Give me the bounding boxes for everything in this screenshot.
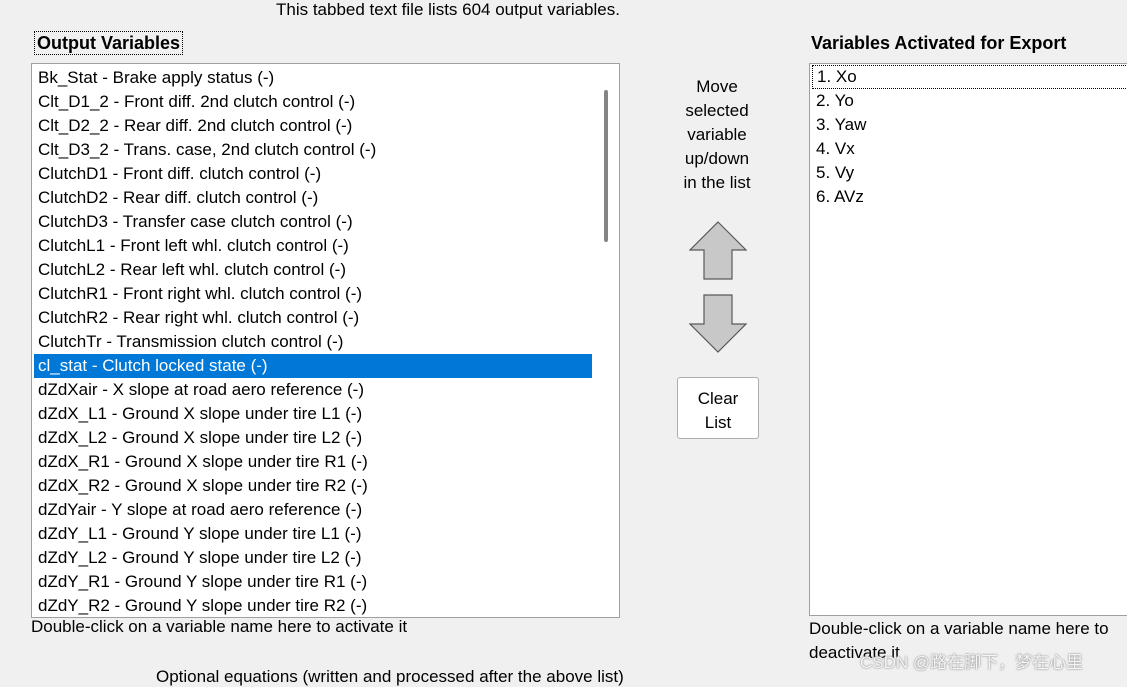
move-instruction-text: Move selected variable up/down in the list xyxy=(662,75,772,195)
output-variable-item[interactable]: Clt_D1_2 - Front diff. 2nd clutch contro… xyxy=(38,92,356,111)
file-info-note: This tabbed text file lists 604 output v… xyxy=(276,0,620,19)
output-variable-item[interactable]: dZdY_R1 - Ground Y slope under tire R1 (… xyxy=(38,572,368,591)
activated-variables-title: Variables Activated for Export xyxy=(811,33,1067,53)
clear-button-label: List xyxy=(704,412,732,432)
activated-variable-item[interactable]: 3. Yaw xyxy=(816,115,867,134)
output-variable-item[interactable]: dZdYair - Y slope at road aero reference… xyxy=(38,500,363,519)
output-variable-item[interactable]: ClutchR2 - Rear right whl. clutch contro… xyxy=(38,308,360,327)
output-variables-list[interactable]: Bk_Stat - Brake apply status (-) Clt_D1_2… xyxy=(31,63,620,618)
move-instruction-line: in the list xyxy=(683,173,751,192)
output-variable-item[interactable]: Bk_Stat - Brake apply status (-) xyxy=(38,68,275,87)
output-variable-item[interactable]: dZdX_L2 - Ground X slope under tire L2 (… xyxy=(38,428,363,447)
optional-equations-label: Optional equations (written and processe… xyxy=(156,667,624,686)
activated-variables-list[interactable]: 1. Xo 2. Yo 3. Yaw 4. Vx 5. Vy 6. AVz xyxy=(809,63,1127,616)
output-variable-item[interactable]: dZdY_L2 - Ground Y slope under tire L2 (… xyxy=(38,548,362,567)
move-instruction-line: Move xyxy=(696,77,738,96)
output-variable-item[interactable]: ClutchL2 - Rear left whl. clutch control… xyxy=(38,260,346,279)
activated-variable-item[interactable]: 2. Yo xyxy=(816,91,854,110)
output-variable-item[interactable]: ClutchD3 - Transfer case clutch control … xyxy=(38,212,353,231)
output-variable-item[interactable]: dZdY_R2 - Ground Y slope under tire R2 (… xyxy=(38,596,368,615)
output-variable-item[interactable]: ClutchR1 - Front right whl. clutch contr… xyxy=(38,284,363,303)
output-variable-item[interactable]: Clt_D2_2 - Rear diff. 2nd clutch control… xyxy=(38,116,353,135)
activated-variable-item[interactable]: 6. AVz xyxy=(816,187,864,206)
output-variables-title: Output Variables xyxy=(34,31,184,55)
activate-hint: Double-click on a variable name here to … xyxy=(31,617,408,636)
deactivate-hint: Double-click on a variable name here to … xyxy=(809,619,1109,662)
move-instruction-line: selected xyxy=(685,101,749,120)
output-variable-item[interactable]: dZdY_L1 - Ground Y slope under tire L1 (… xyxy=(38,524,362,543)
activated-variable-item[interactable]: 5. Vy xyxy=(816,163,855,182)
activated-variable-item[interactable]: 1. Xo xyxy=(812,65,1127,89)
output-variable-item[interactable]: ClutchTr - Transmission clutch control (… xyxy=(38,332,344,351)
output-variable-item[interactable]: dZdX_L1 - Ground X slope under tire L1 (… xyxy=(38,404,363,423)
output-variable-item[interactable]: dZdXair - X slope at road aero reference… xyxy=(38,380,364,399)
scrollbar-thumb[interactable] xyxy=(604,90,608,242)
move-up-arrow-icon[interactable] xyxy=(689,221,747,281)
move-instruction-line: variable xyxy=(687,125,747,144)
activated-variable-item[interactable]: 4. Vx xyxy=(816,139,855,158)
output-variable-item[interactable]: cl_stat - Clutch locked state (-) xyxy=(34,354,592,378)
output-variable-item[interactable]: ClutchD2 - Rear diff. clutch control (-) xyxy=(38,188,319,207)
output-variable-item[interactable]: Clt_D3_2 - Trans. case, 2nd clutch contr… xyxy=(38,140,377,159)
clear-button-label: Clear xyxy=(697,388,739,408)
output-variable-item[interactable]: ClutchD1 - Front diff. clutch control (-… xyxy=(38,164,322,183)
output-list-scrollbar[interactable] xyxy=(600,66,617,615)
move-down-arrow-icon[interactable] xyxy=(689,294,747,354)
output-variable-item[interactable]: ClutchL1 - Front left whl. clutch contro… xyxy=(38,236,349,255)
watermark: CSDN @路在脚下，梦在心里 xyxy=(860,653,1084,672)
output-variable-item[interactable]: dZdX_R2 - Ground X slope under tire R2 (… xyxy=(38,476,368,495)
output-variable-item[interactable]: dZdX_R1 - Ground X slope under tire R1 (… xyxy=(38,452,368,471)
move-instruction-line: up/down xyxy=(684,149,750,168)
